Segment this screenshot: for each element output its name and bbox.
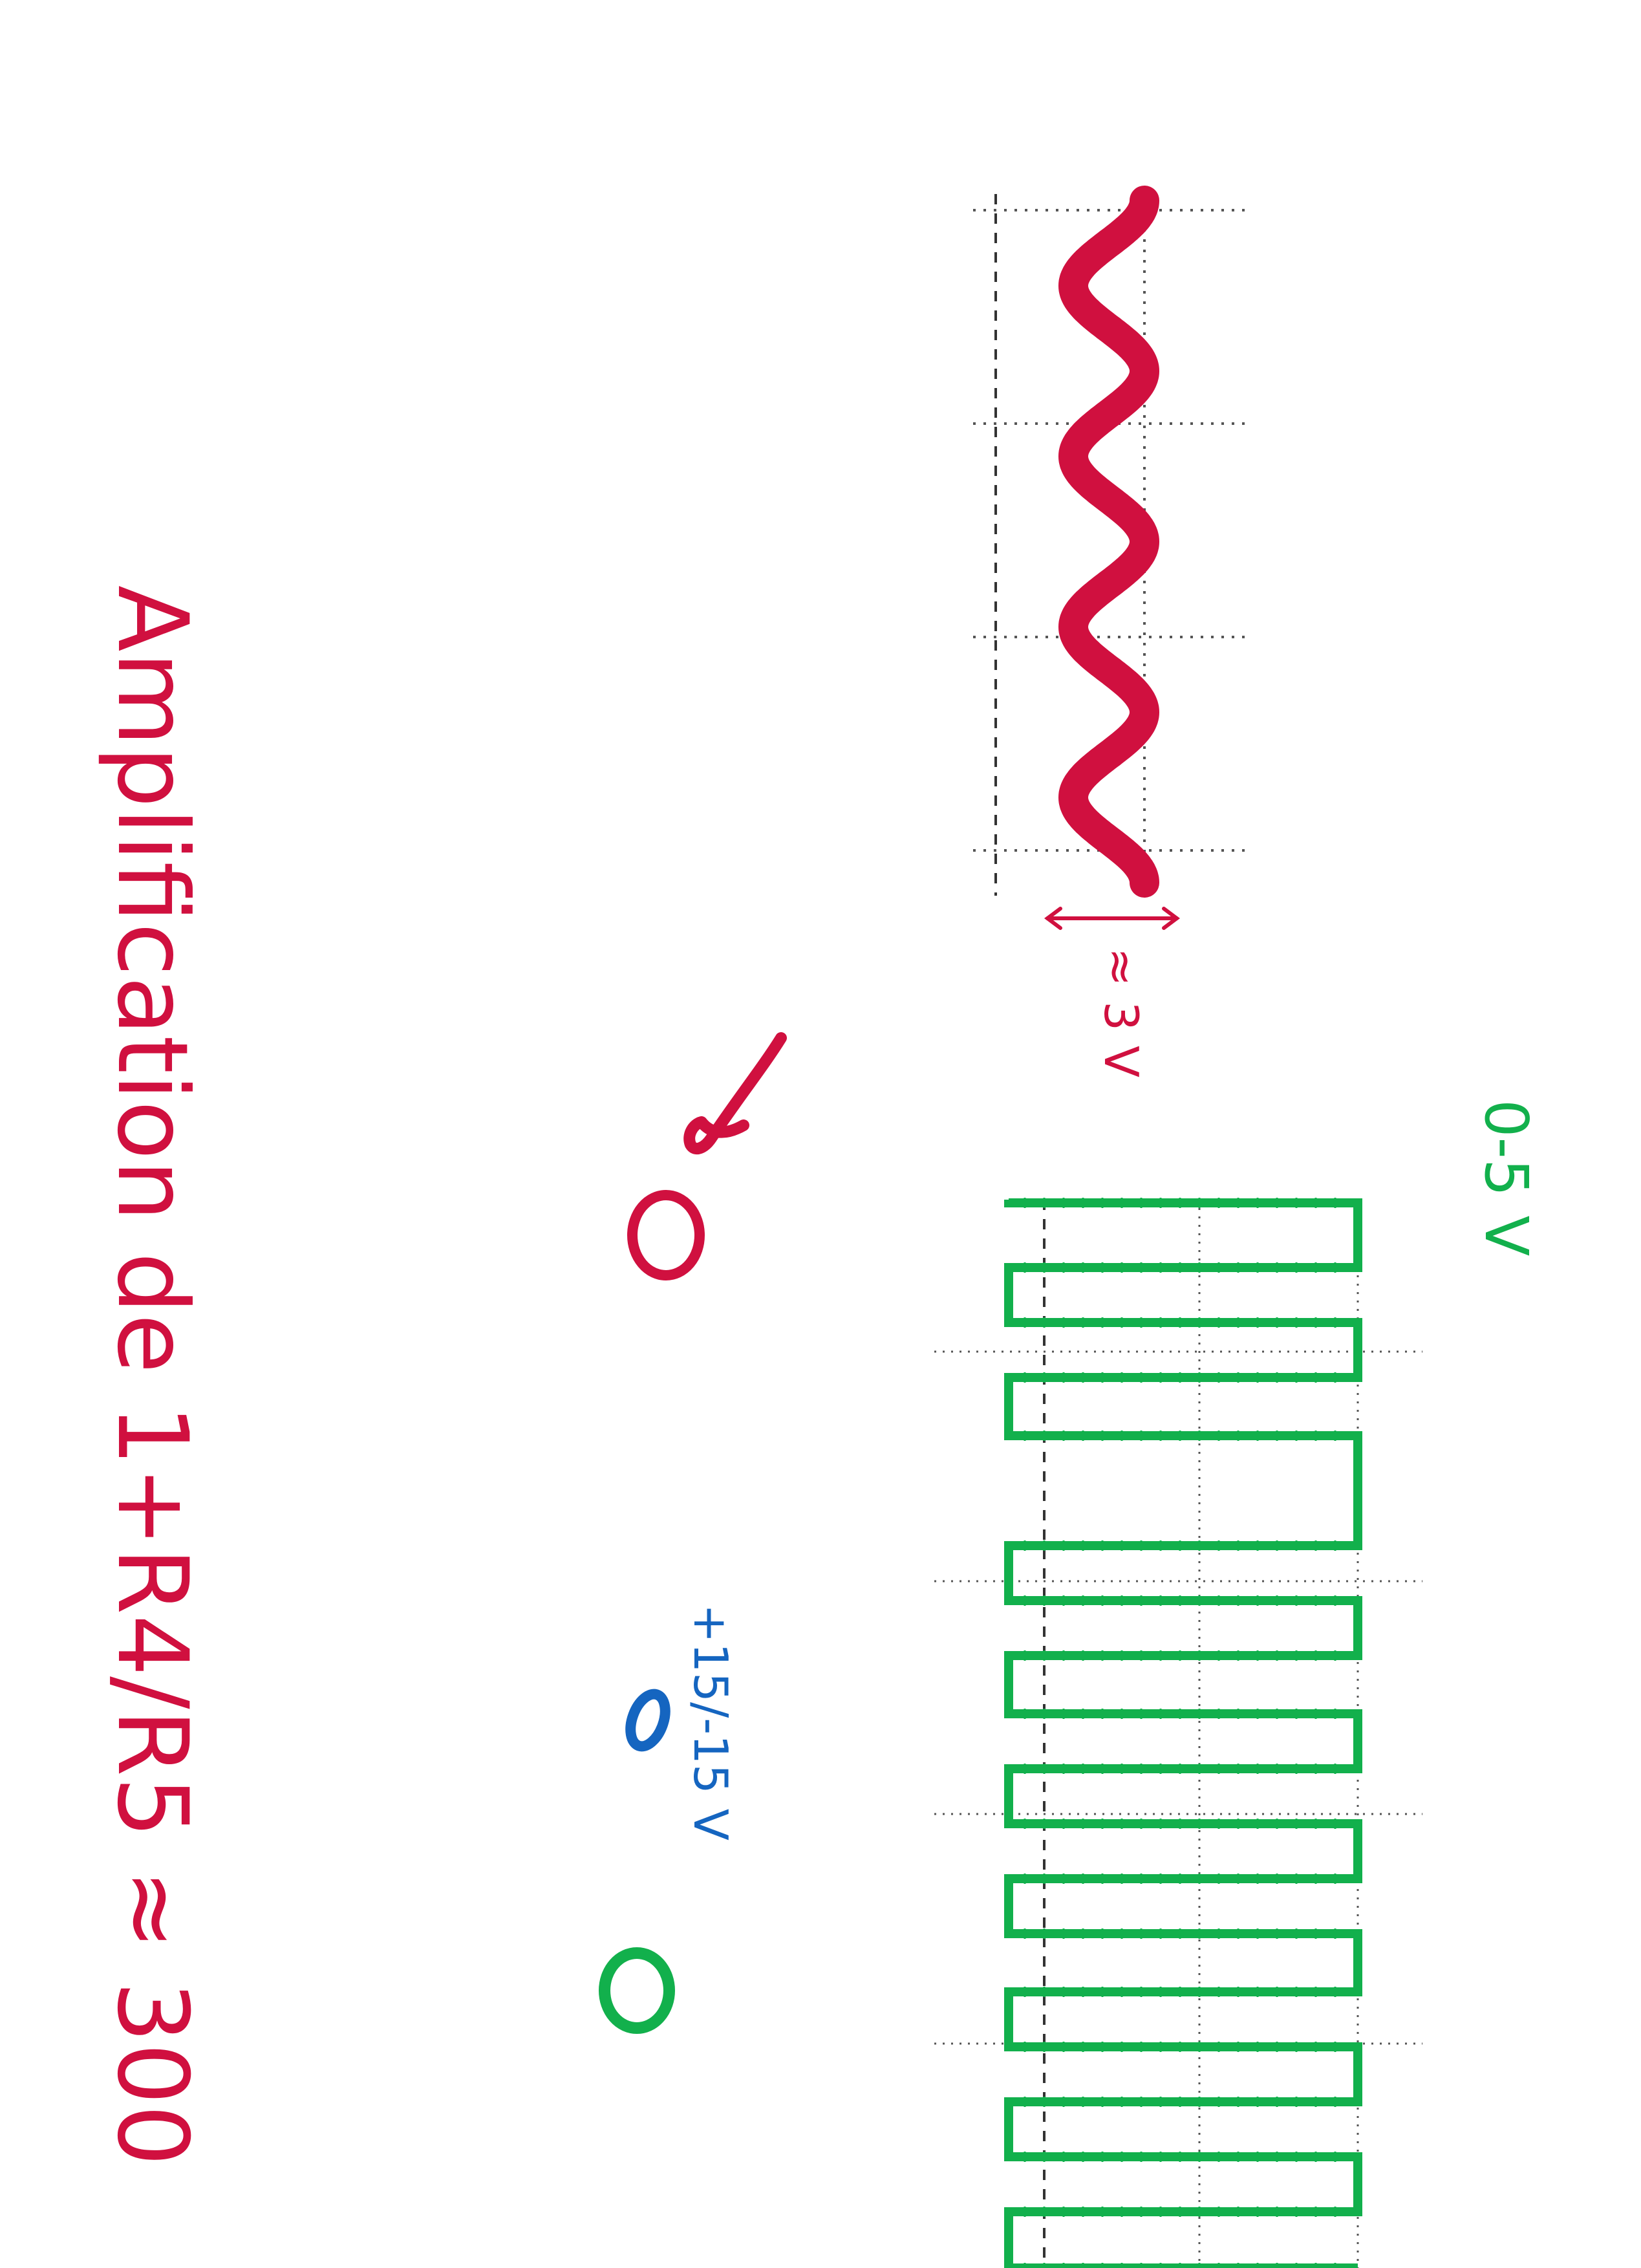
red-sine-waveform [1058,186,1159,898]
red-amplitude-label: ≈ 3 V [1094,947,1148,1078]
page-title: Amplification de 1+R4/R5 ≈ 300 [96,585,208,2166]
green-range-label: 0-5 V [1472,1099,1541,1257]
green-square-waveform [1004,1198,1362,2268]
red-scope-grid [973,188,1251,896]
green-channel-marker-icon [599,1947,675,2034]
blue-supply-label: +15/-15 V [683,1604,738,1841]
green-waveform-sample-ticks [1024,1198,1336,2268]
check-mark-icon [683,1032,787,1155]
blue-channel-marker-icon [625,1689,670,1752]
amplitude-arrow [1044,907,1180,930]
red-channel-marker-icon [627,1190,705,1280]
